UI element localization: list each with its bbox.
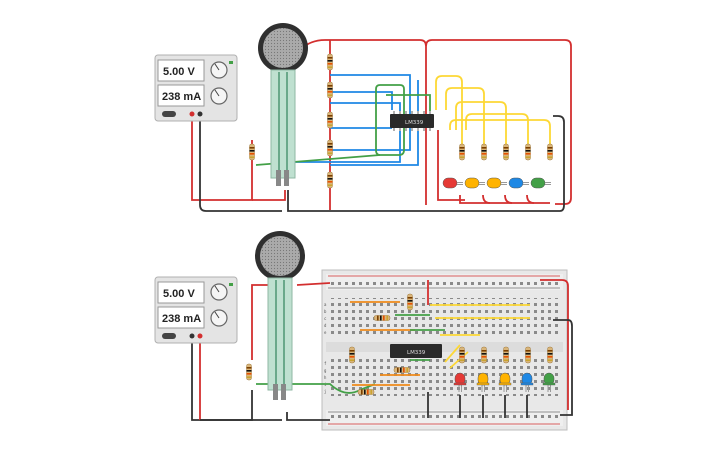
top-comparator-chip[interactable]: LM339 bbox=[390, 111, 434, 131]
top-force-sensor[interactable] bbox=[258, 23, 308, 186]
bottom-led-resistor[interactable] bbox=[503, 346, 509, 364]
top-wires bbox=[191, 39, 572, 212]
top-voltage-lcd bbox=[157, 59, 205, 82]
svg-text:d: d bbox=[324, 323, 327, 328]
top-led[interactable] bbox=[464, 177, 485, 189]
bottom-comparator-chip[interactable]: LM339 bbox=[390, 344, 442, 358]
svg-text:e: e bbox=[324, 330, 327, 335]
bottom-pulldown-resistor[interactable] bbox=[246, 363, 252, 381]
top-leds bbox=[442, 177, 551, 189]
top-circuit: 5.00 V 238 mA bbox=[154, 23, 572, 212]
svg-text:a: a bbox=[324, 302, 327, 307]
top-led[interactable] bbox=[508, 177, 529, 189]
bottom-led[interactable] bbox=[542, 372, 556, 392]
top-led-resistor[interactable] bbox=[481, 143, 487, 161]
bottom-divider-resistor[interactable] bbox=[373, 315, 391, 321]
bottom-led[interactable] bbox=[498, 372, 512, 392]
top-led[interactable] bbox=[442, 177, 463, 189]
bottom-led[interactable] bbox=[453, 372, 467, 392]
svg-text:f: f bbox=[324, 361, 327, 366]
svg-text:g: g bbox=[324, 368, 327, 373]
top-voltage-readout: 5.00 V bbox=[163, 66, 195, 78]
top-led[interactable] bbox=[486, 177, 507, 189]
top-divider-resistor[interactable] bbox=[327, 111, 333, 129]
bottom-led-resistor[interactable] bbox=[525, 346, 531, 364]
top-positive-terminal[interactable] bbox=[189, 111, 195, 117]
bottom-led-resistor[interactable] bbox=[481, 346, 487, 364]
svg-text:b: b bbox=[324, 309, 327, 314]
bottom-divider-resistor[interactable] bbox=[407, 293, 413, 311]
top-current-lcd bbox=[157, 84, 205, 107]
top-current-readout: 238 mA bbox=[162, 91, 201, 103]
bottom-led[interactable] bbox=[520, 372, 534, 392]
top-power-supply[interactable]: 5.00 V 238 mA bbox=[154, 54, 238, 122]
bottom-leds bbox=[453, 372, 556, 392]
bottom-voltage-lcd bbox=[157, 281, 205, 304]
bottom-divider-resistor[interactable] bbox=[357, 389, 375, 395]
top-divider-resistor[interactable] bbox=[327, 81, 333, 99]
svg-text:c: c bbox=[324, 316, 327, 321]
bottom-led-resistor[interactable] bbox=[459, 346, 465, 364]
top-led-resistor[interactable] bbox=[547, 143, 553, 161]
bottom-positive-terminal[interactable] bbox=[197, 333, 203, 339]
top-negative-terminal[interactable] bbox=[197, 111, 203, 117]
top-chip-label: LM339 bbox=[405, 120, 424, 126]
top-power-switch[interactable] bbox=[162, 111, 176, 117]
bottom-divider-resistor[interactable] bbox=[393, 367, 411, 373]
bottom-negative-terminal[interactable] bbox=[189, 333, 195, 339]
bottom-power-supply[interactable]: 5.00 V 238 mA bbox=[154, 276, 238, 344]
top-divider-resistor[interactable] bbox=[327, 53, 333, 71]
svg-text:j: j bbox=[324, 389, 326, 394]
bottom-chip-label: LM339 bbox=[407, 350, 426, 356]
bottom-led-resistor[interactable] bbox=[547, 346, 553, 364]
top-pulldown-resistor[interactable] bbox=[249, 143, 255, 161]
top-led-resistor[interactable] bbox=[459, 143, 465, 161]
top-divider-resistor[interactable] bbox=[327, 171, 333, 189]
bottom-current-readout: 238 mA bbox=[162, 313, 201, 325]
bottom-power-switch[interactable] bbox=[162, 333, 176, 339]
top-led-resistor[interactable] bbox=[503, 143, 509, 161]
top-divider-resistor[interactable] bbox=[327, 139, 333, 157]
svg-text:h: h bbox=[324, 375, 327, 380]
bottom-led[interactable] bbox=[476, 372, 490, 392]
top-led[interactable] bbox=[530, 177, 551, 189]
top-led-resistor[interactable] bbox=[525, 143, 531, 161]
bottom-voltage-readout: 5.00 V bbox=[163, 288, 195, 300]
bottom-divider-resistor[interactable] bbox=[349, 346, 355, 364]
bottom-force-sensor[interactable] bbox=[255, 231, 305, 400]
bottom-wires bbox=[191, 279, 573, 421]
bottom-current-lcd bbox=[157, 306, 205, 329]
bottom-circuit: ab cd e fg hi j bbox=[154, 231, 573, 431]
